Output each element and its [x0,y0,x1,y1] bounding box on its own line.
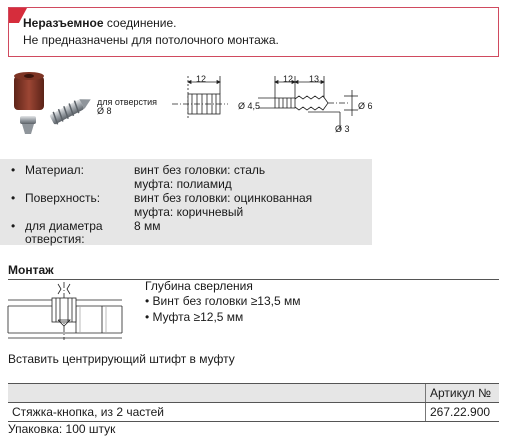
specs-panel [0,159,372,245]
heading-divider [8,279,499,280]
depth-bullet-1-text: Винт без головки ≥13,5 мм [152,294,301,308]
spec-bullet: • [11,219,16,233]
diameter-3-label: Ø 3 [335,124,350,134]
montage-heading: Монтаж [8,263,54,277]
table-header-article: Артикул № [425,383,499,403]
spec-value-material-2: муфта: полиамид [134,177,232,191]
diameter-4-5-label: Ø 4,5 [238,101,261,111]
montage-instruction: Вставить центрирующий штифт в муфту [8,352,235,366]
warning-line-2: Не предназначены для потолочного монтажа… [23,33,279,47]
warning-line-1: Неразъемное соединение. [23,15,176,31]
table-header-row: Артикул № [8,383,499,403]
sleeve-length-label: 12 [196,74,207,84]
warning-notice: Неразъемное соединение. Не предназначены… [8,7,499,57]
depth-bullet-2-text: Муфта ≥12,5 мм [152,310,244,324]
spec-value-surface-2: муфта: коричневый [134,205,244,219]
spec-bullet: • [11,163,16,177]
product-photo [14,72,91,134]
pin-icon [20,116,36,134]
depth-bullet-1: • Винт без головки ≥13,5 мм [145,294,301,308]
screw-icon [49,99,91,125]
warning-rest-text: соединение. [103,16,177,30]
diameter-6-label: Ø 6 [358,101,373,111]
screw-length-13-label: 13 [309,74,320,84]
spec-label-material: Материал: [25,163,84,177]
depth-bullet-2: • Муфта ≥12,5 мм [145,310,244,324]
table-header-name [8,383,426,403]
table-cell-article: 267.22.900 [425,402,499,422]
screw-length-12-label: 12 [283,74,294,84]
article-table: Артикул № Стяжка-кнопка, из 2 частей 267… [8,383,499,422]
drilling-depth-title: Глубина сверления [145,279,253,293]
sleeve-icon [14,72,44,110]
spec-bullet: • [11,191,16,205]
screw-drawing [258,76,358,130]
table-cell-name: Стяжка-кнопка, из 2 частей [8,402,426,422]
table-row: Стяжка-кнопка, из 2 частей 267.22.900 [8,402,499,422]
spec-value-diameter: 8 мм [134,219,161,233]
spec-label-surface: Поверхность: [25,191,101,205]
packaging-info: Упаковка: 100 штук [8,422,116,436]
spec-value-surface-1: винт без головки: оцинкованная [134,191,313,205]
spec-value-material-1: винт без головки: сталь [134,163,266,177]
warning-bold-text: Неразъемное [23,16,104,30]
hole-diameter-label: Ø 8 [97,106,112,116]
sleeve-drawing [172,76,228,118]
hole-label: для отверстия [97,97,158,107]
spec-label-diameter-1: для диаметра [25,219,103,233]
spec-label-diameter-2: отверстия: [25,232,85,246]
mounting-diagram [7,282,123,340]
